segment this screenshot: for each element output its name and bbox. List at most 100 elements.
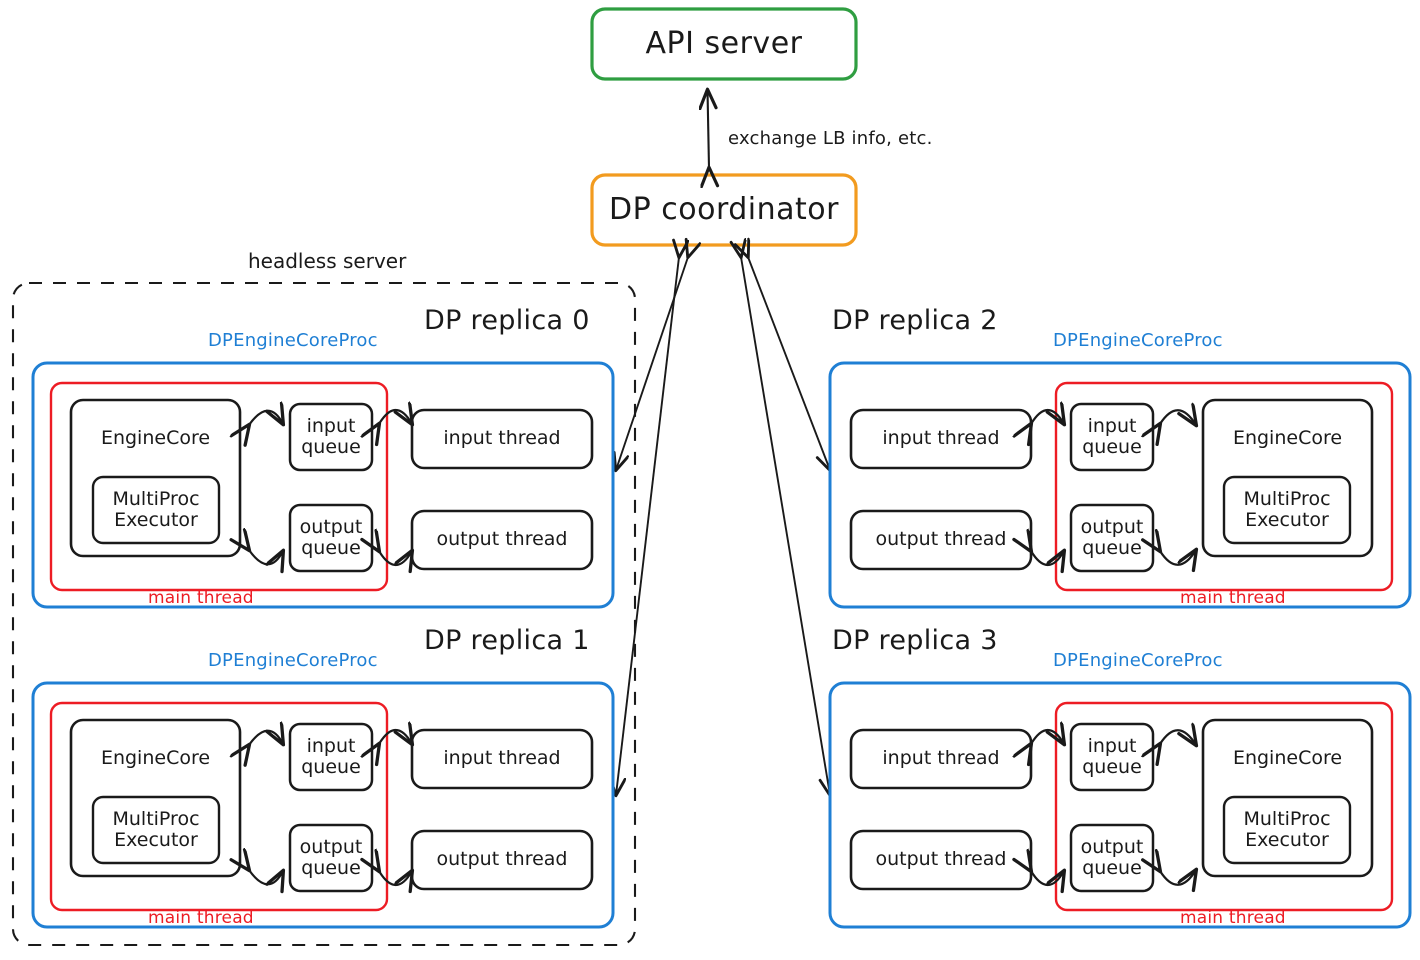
replica-2-main-thread-box: [1054, 381, 1394, 592]
replica-1-arc-outputqueue-outputthread: [379, 871, 412, 885]
replica-0-main-thread-box: [49, 381, 389, 592]
replica-0-output-queue-label: output queue: [290, 505, 372, 571]
replica-0-input-queue-label: input queue: [290, 404, 372, 470]
multiproc-executor-line-1: MultiProc: [112, 807, 200, 830]
replica-1-input-queue-label: input queue: [290, 724, 372, 790]
replica-2-engine-core-label: EngineCore: [1232, 427, 1343, 449]
multiproc-executor-line-1: MultiProc: [1243, 487, 1331, 510]
input-queue-line-1: input: [306, 414, 356, 437]
multiproc-executor-line-2: Executor: [114, 509, 198, 531]
replica-1-group: [31, 681, 615, 929]
replica-3-title: DP replica 3: [832, 625, 998, 656]
replica-3-engine-core-label: EngineCore: [1232, 747, 1343, 769]
input-queue-line-1: input: [1087, 734, 1137, 757]
replica-0-title: DP replica 0: [424, 305, 590, 336]
multiproc-executor-line-2: Executor: [1245, 829, 1329, 851]
replica-0-multiproc-executor-label: MultiProc Executor: [93, 477, 219, 543]
replica-3-arc-outputthread-outputqueue: [1031, 871, 1064, 885]
output-queue-line-1: output: [1080, 515, 1144, 538]
replica-0-arc-inputqueue-inputthread: [379, 410, 412, 424]
replica-0-multiproc-executor-box: [91, 475, 221, 545]
replica-0-arc-core-inputqueue: [249, 411, 283, 425]
replica-1-main-thread-label: main thread: [148, 908, 254, 928]
replica-3-proc-label: DPEngineCoreProc: [1053, 650, 1223, 671]
output-queue-line-1: output: [299, 515, 363, 538]
replica-3-arc-inputqueue-core: [1160, 730, 1196, 745]
replica-2-proc-label: DPEngineCoreProc: [1053, 330, 1223, 351]
replica-2-input-thread-label: input thread: [882, 427, 1000, 450]
headless-server-container: [11, 281, 637, 947]
replica-3-group: [828, 681, 1412, 929]
replica-3-multiproc-executor-box: [1222, 795, 1352, 865]
replica-2-arc-outputthread-outputqueue: [1031, 551, 1064, 565]
replica-1-engine-core-label: EngineCore: [100, 747, 211, 769]
replica-2-arc-outputqueue-core: [1160, 550, 1196, 565]
replica-2-output-thread-label: output thread: [875, 528, 1007, 551]
multiproc-executor-line-1: MultiProc: [112, 487, 200, 510]
input-queue-line-1: input: [1087, 414, 1137, 437]
output-queue-line-2: queue: [1082, 537, 1142, 559]
dp-coordinator-label: DP coordinator: [609, 192, 839, 228]
replica-3-main-thread-label: main thread: [1180, 908, 1286, 928]
replica-1-input-thread-label: input thread: [443, 747, 561, 770]
output-queue-line-2: queue: [301, 857, 361, 879]
replica-3-input-thread-label: input thread: [882, 747, 1000, 770]
link-coordinator-replica-2: [748, 257, 830, 470]
output-queue-line-2: queue: [301, 537, 361, 559]
replica-3-output-queue-label: output queue: [1071, 825, 1153, 891]
input-queue-line-2: queue: [1082, 436, 1142, 458]
replica-2-multiproc-executor-box: [1222, 475, 1352, 545]
replica-1-arc-inputqueue-inputthread: [379, 730, 412, 744]
replica-1-main-thread-box: [49, 701, 389, 912]
replica-1-arc-core-inputqueue: [249, 731, 283, 745]
output-queue-line-2: queue: [1082, 857, 1142, 879]
replica-0-proc-label: DPEngineCoreProc: [208, 330, 378, 351]
output-queue-line-1: output: [1080, 835, 1144, 858]
replica-1-multiproc-executor-box: [91, 795, 221, 865]
link-coordinator-replica-1: [616, 257, 679, 795]
replica-0-input-thread-label: input thread: [443, 427, 561, 450]
api-server-label: API server: [645, 26, 803, 62]
replica-0-engine-core-label: EngineCore: [100, 427, 211, 449]
replica-3-multiproc-executor-label: MultiProc Executor: [1224, 797, 1350, 863]
replica-3-input-queue-label: input queue: [1071, 724, 1153, 790]
input-queue-line-2: queue: [301, 436, 361, 458]
headless-server-label: headless server: [248, 249, 407, 273]
replica-2-multiproc-executor-label: MultiProc Executor: [1224, 477, 1350, 543]
multiproc-executor-line-2: Executor: [114, 829, 198, 851]
link-coordinator-replica-3: [741, 257, 830, 795]
input-queue-line-2: queue: [301, 756, 361, 778]
replica-2-arc-inputthread-inputqueue: [1031, 410, 1064, 424]
dp-coordinator-box: [590, 173, 858, 247]
coordinator-api-link: [708, 90, 710, 168]
replica-1-multiproc-executor-label: MultiProc Executor: [93, 797, 219, 863]
output-queue-line-1: output: [299, 835, 363, 858]
replica-3-output-thread-label: output thread: [875, 848, 1007, 871]
replica-1-title: DP replica 1: [424, 625, 590, 656]
replica-2-group: [828, 361, 1412, 609]
multiproc-executor-line-2: Executor: [1245, 509, 1329, 531]
replica-0-main-thread-label: main thread: [148, 588, 254, 608]
replica-3-main-thread-box: [1054, 701, 1394, 912]
multiproc-executor-line-1: MultiProc: [1243, 807, 1331, 830]
replica-0-arc-outputqueue-outputthread: [379, 551, 412, 565]
replica-2-main-thread-label: main thread: [1180, 588, 1286, 608]
replica-0-output-thread-label: output thread: [436, 528, 568, 551]
input-queue-line-1: input: [306, 734, 356, 757]
replica-3-arc-inputthread-inputqueue: [1031, 730, 1064, 744]
replica-2-output-queue-label: output queue: [1071, 505, 1153, 571]
replica-0-group: [31, 361, 615, 609]
replica-1-arc-core-outputqueue: [249, 870, 283, 884]
replica-2-title: DP replica 2: [832, 305, 998, 336]
link-coordinator-replica-0: [616, 257, 688, 470]
replica-0-arc-core-outputqueue: [249, 550, 283, 564]
api-server-box: [590, 7, 858, 81]
coordinator-link-label: exchange LB info, etc.: [728, 128, 933, 149]
replica-2-arc-inputqueue-core: [1160, 410, 1196, 425]
replica-2-input-queue-label: input queue: [1071, 404, 1153, 470]
replica-1-proc-label: DPEngineCoreProc: [208, 650, 378, 671]
replica-1-output-queue-label: output queue: [290, 825, 372, 891]
replica-3-arc-outputqueue-core: [1160, 870, 1196, 885]
